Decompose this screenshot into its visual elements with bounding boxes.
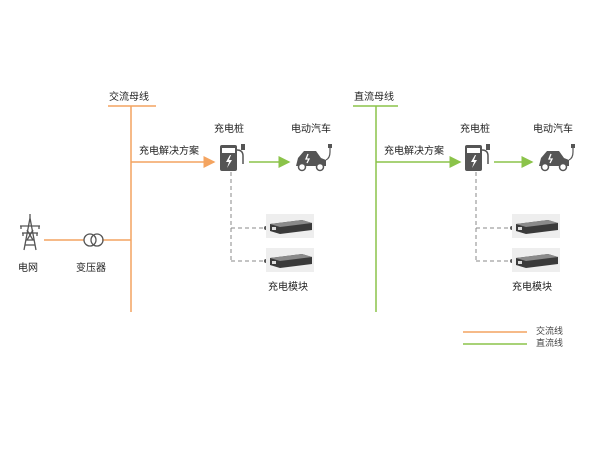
transformer-icon <box>83 233 104 247</box>
charging-pile-icon <box>220 144 245 171</box>
grid-label: 电网 <box>18 263 38 274</box>
right-module-label: 充电模块 <box>512 282 552 293</box>
left-module-label: 充电模块 <box>268 282 308 293</box>
legend-dc-label: 直流线 <box>536 339 564 349</box>
dc-bus-label: 直流母线 <box>354 92 394 103</box>
right-solution-label: 充电解决方案 <box>384 146 444 157</box>
charging-module-icon <box>266 248 314 272</box>
right-charger-label: 充电桩 <box>460 124 490 135</box>
left-solution-label: 充电解决方案 <box>139 146 199 157</box>
electric-car-icon <box>296 144 332 172</box>
charging-pile-icon <box>465 144 490 171</box>
charging-module-icon <box>512 214 560 238</box>
transformer-label: 变压器 <box>76 263 106 274</box>
legend-ac-label: 交流线 <box>536 327 564 337</box>
transmission-tower-icon <box>20 214 40 251</box>
ac-bus-label: 交流母线 <box>109 92 149 103</box>
left-ev-label: 电动汽车 <box>291 124 331 135</box>
charging-module-icon <box>266 214 314 238</box>
left-charger-label: 充电桩 <box>214 124 244 135</box>
electric-car-icon <box>539 144 575 172</box>
right-ev-label: 电动汽车 <box>533 124 573 135</box>
charging-module-icon <box>512 248 560 272</box>
